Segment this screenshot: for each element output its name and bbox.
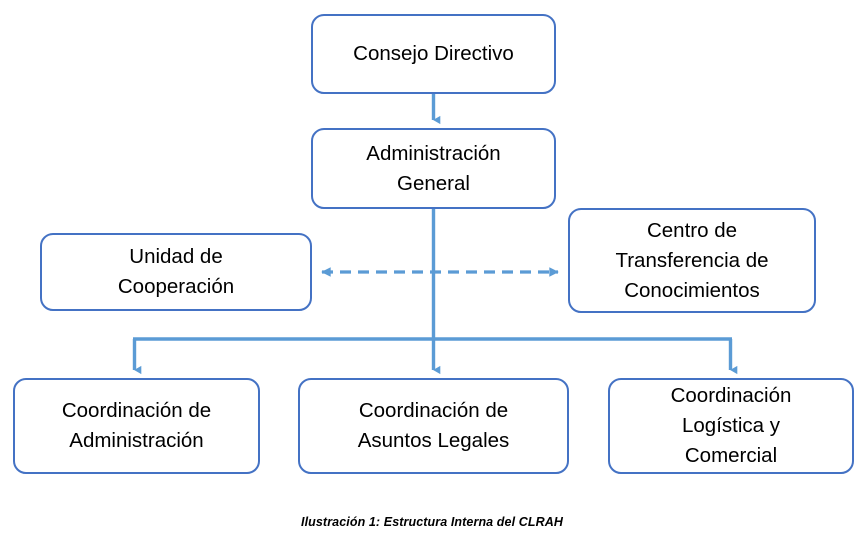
node-coordinacion-administracion[interactable]: Coordinación de Administración [13,378,260,474]
node-unidad-cooperacion[interactable]: Unidad de Cooperación [40,233,312,311]
node-administracion-general[interactable]: Administración General [311,128,556,209]
figure-caption: Ilustración 1: Estructura Interna del CL… [301,515,563,529]
node-coordinacion-logistica-comercial[interactable]: Coordinación Logística y Comercial [608,378,854,474]
node-coordinacion-asuntos-legales[interactable]: Coordinación de Asuntos Legales [298,378,569,474]
node-consejo-directivo[interactable]: Consejo Directivo [311,14,556,94]
node-centro-transferencia[interactable]: Centro de Transferencia de Conocimientos [568,208,816,313]
